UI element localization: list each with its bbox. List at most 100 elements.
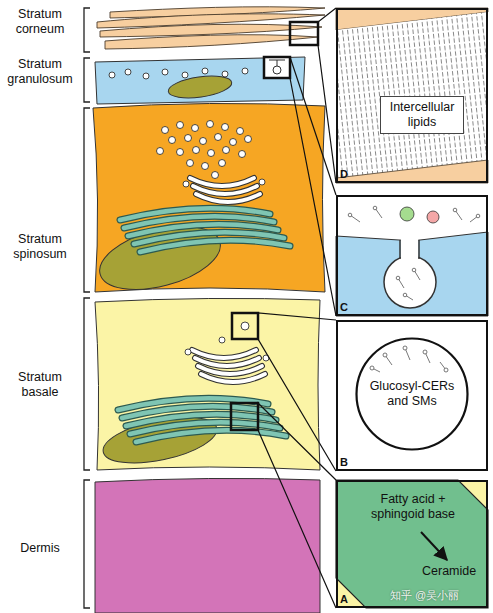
- basal-cell: [192, 350, 256, 358]
- node-label: Ceramide: [422, 564, 476, 579]
- corneocyte: [97, 7, 325, 49]
- skin-layer: Stratum corneum: [0, 4, 332, 52]
- lipid-lamellae: [336, 160, 488, 183]
- lamellar-body-contents: [370, 346, 448, 372]
- skin-layer: Stratum granulosum: [0, 56, 332, 104]
- inset-panel: D Intercellular lipids: [336, 8, 488, 183]
- spinous-cell: [230, 139, 237, 146]
- basal-cell: [185, 349, 191, 355]
- spinous-cell: [239, 151, 246, 158]
- lamellar-body-fusion: [412, 268, 416, 272]
- basal-cell: [219, 337, 225, 343]
- spinous-cell: [223, 147, 230, 154]
- inset-panel: C: [336, 195, 488, 316]
- granular-cell: [222, 71, 228, 77]
- spinous-cell: [183, 181, 189, 187]
- skin-layer: Stratum basale: [0, 298, 332, 474]
- leader-line: [318, 8, 336, 183]
- basal-cell: [201, 374, 265, 382]
- lamellar-body-fusion: [403, 293, 407, 297]
- spinous-cell: [193, 186, 257, 194]
- spinous-cell: [157, 121, 266, 188]
- watermark: 知乎 @吴小丽: [390, 588, 459, 603]
- layer-bracket: [84, 58, 90, 102]
- basal-cell: [241, 322, 249, 330]
- spinous-cell: [207, 121, 214, 128]
- node-label: Fatty acid + sphingoid base: [364, 492, 462, 522]
- lamellar-body-contents: [370, 366, 374, 370]
- spinous-cell: [208, 150, 215, 157]
- panel-letter: D: [340, 168, 348, 181]
- lamellar-body-fusion: [336, 232, 488, 316]
- layer-bracket: [84, 480, 90, 608]
- spinous-cell: [177, 149, 184, 156]
- node-label: Stratum granulosum: [0, 57, 80, 87]
- basal-cell: [195, 358, 259, 366]
- lamellar-body-fusion: [401, 236, 419, 262]
- leader-line: [258, 313, 336, 471]
- spinous-cell: [237, 128, 244, 135]
- basal-cell: [185, 322, 269, 361]
- granular-cell: [182, 72, 188, 78]
- spinous-cell: [140, 240, 290, 252]
- lamellar-body-fusion: [399, 240, 401, 259]
- node-label: Stratum basale: [0, 370, 80, 400]
- lamellar-body-contents: [444, 368, 448, 372]
- spinous-cell: [157, 148, 164, 155]
- granular-cell: [167, 73, 233, 102]
- node-label: Dermis: [0, 541, 80, 556]
- spinous-cell: [212, 172, 219, 179]
- layer-bracket: [84, 298, 90, 470]
- label-box: Intercellular lipids: [380, 96, 464, 134]
- zoom-square: [290, 22, 318, 45]
- basal-cell: [198, 366, 262, 374]
- lipid-lamellae: [336, 8, 488, 183]
- dermis-tissue: [95, 478, 320, 613]
- lamellar-body-fusion: [373, 206, 377, 210]
- basal-cell: [263, 355, 269, 361]
- panel-letter: B: [340, 456, 348, 469]
- lamellar-body-fusion: [476, 214, 480, 218]
- spinous-cell: [187, 160, 194, 167]
- leader-line: [258, 403, 336, 608]
- lamellar-body-fusion: [336, 195, 488, 316]
- node-label: Intercellular lipids: [381, 100, 463, 130]
- lamellar-body-fusion: [396, 276, 400, 280]
- lamellar-body-fusion: [418, 240, 420, 259]
- inset-panel: BGlucosyl-CERs and SMs: [336, 320, 488, 471]
- spinous-cell: [192, 125, 199, 132]
- spinous-cell: [215, 134, 222, 141]
- granular-cell: [109, 72, 115, 78]
- granular-cell: [273, 66, 281, 74]
- lamellar-body-contents: [403, 346, 407, 350]
- lipid-lamellae: [336, 12, 488, 178]
- leader-line: [290, 57, 336, 316]
- lamellar-body-fusion: [384, 256, 436, 308]
- spinous-cell: [196, 194, 260, 202]
- spinous-cell: [202, 163, 209, 170]
- ceramide-synthesis: [336, 480, 488, 608]
- panel-letter: A: [340, 593, 348, 606]
- lamellar-body-fusion: [348, 213, 352, 217]
- skin-layer: Stratum spinosum: [0, 104, 332, 294]
- basal-cell: [95, 298, 320, 471]
- basal-cell: [232, 313, 258, 339]
- ceramide-synthesis: [336, 480, 488, 608]
- lamellar-body-fusion: [336, 195, 488, 316]
- granular-cell: [269, 60, 285, 66]
- ceramide-synthesis: [336, 480, 488, 608]
- panel-letter: C: [340, 301, 348, 314]
- granular-cell: [95, 57, 305, 104]
- skin-layer: Dermis: [0, 478, 332, 610]
- spinous-cell: [200, 138, 207, 145]
- spinous-cell: [190, 178, 254, 186]
- spinous-cell: [162, 127, 169, 134]
- node-label: Stratum corneum: [0, 7, 80, 37]
- lamellar-body-contents: [423, 350, 427, 354]
- spinous-cell: [185, 135, 192, 142]
- granular-cell: [162, 69, 168, 75]
